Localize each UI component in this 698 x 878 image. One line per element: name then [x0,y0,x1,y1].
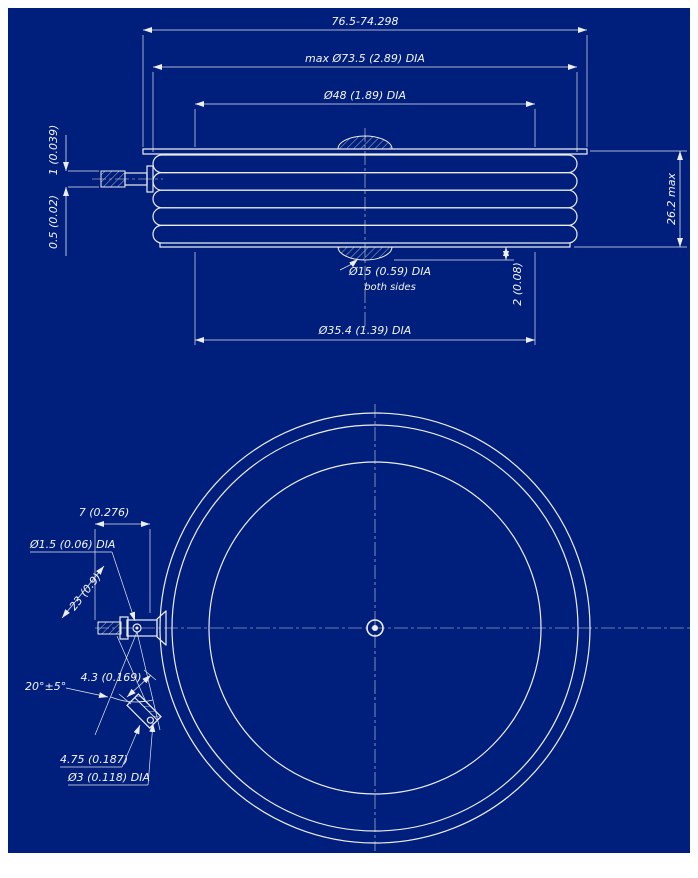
gate-tube-plan [97,610,167,646]
gate-terminal-side [92,165,163,193]
boss-height-label: 2 (0.08) [511,262,524,306]
side-view: 76.5-74.298 max Ø73.5 (2.89) DIA Ø48 (1.… [47,15,687,345]
lead-dia-label: Ø3 (0.118) DIA [67,771,150,784]
dim-bottom-face-label: Ø35.4 (1.39) DIA [318,324,411,337]
lead-offset-label: 4.3 (0.169) [80,671,141,684]
lead-length-label: 4.75 (0.187) [60,753,128,766]
dim-boss-height: 2 (0.08) [394,247,524,306]
dim-top-face-diameter: Ø48 (1.89) DIA [194,89,536,147]
ceramic-bellows [152,154,578,244]
boss-note-label: both sides [364,282,416,293]
dim-body-label: max Ø73.5 (2.89) DIA [305,52,425,65]
angle-callout: 20°±5° [25,631,161,736]
sheet-background [8,8,690,853]
gate-dims-side: 1 (0.039) 0.5 (0.02) [47,125,99,256]
tube-length-label: 7 (0.276) [79,506,130,519]
dim-bottom-face-diameter: Ø35.4 (1.39) DIA [194,252,536,345]
top-boss [337,135,393,150]
boss-diameter-callout: Ø15 (0.59) DIA both sides [339,258,431,293]
dim-top-face-label: Ø48 (1.89) DIA [323,89,406,102]
lead-dia-callout: Ø3 (0.118) DIA [67,722,156,786]
dim-thickness-label: 26.2 max [665,173,678,225]
gate-dim-a-label: 1 (0.039) [47,125,60,176]
bottom-boss [337,246,393,261]
center-boss [366,619,384,637]
bent-gate-lead [126,693,162,729]
dim-body-diameter: max Ø73.5 (2.89) DIA [152,52,578,152]
wire-dia-callout: Ø1.5 (0.06) DIA [29,538,136,622]
plan-centerlines [95,404,692,851]
wire-dia-label: Ø1.5 (0.06) DIA [29,538,115,551]
lead-length-callout: 4.75 (0.187) [60,724,141,768]
dim-lead-offset: 4.3 (0.169) [80,669,157,705]
boss-dia-label: Ø15 (0.59) DIA [348,265,431,278]
body-circles [159,412,591,844]
dim-tube-length: 7 (0.276) [79,506,151,620]
dim-thickness: 26.2 max [574,150,687,248]
angle-label: 20°±5° [25,680,66,693]
dim-flange-label: 76.5-74.298 [332,15,399,28]
gate-dim-b-label: 0.5 (0.02) [47,195,60,249]
dim-flange-diameter: 76.5-74.298 [142,15,588,147]
